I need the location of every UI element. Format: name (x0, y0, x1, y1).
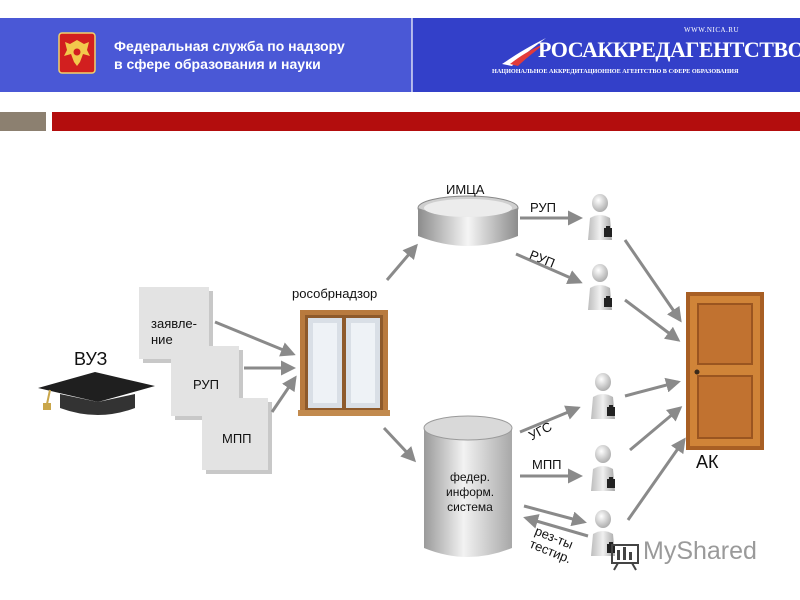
expert-person-icon (591, 445, 615, 491)
graduation-cap-icon (38, 372, 155, 415)
arrow-mpp-label: МПП (532, 457, 562, 472)
watermark-text: MyShared (643, 537, 757, 565)
database-label-line3: система (447, 500, 493, 514)
sieve-icon (417, 195, 519, 246)
doc-application-label: заявле- ние (151, 316, 197, 348)
arrow-results-back (523, 514, 589, 538)
imca-label: ИМЦА (446, 182, 485, 197)
arrow-expert4-to-ak (629, 406, 683, 452)
swoosh-logo-icon (502, 38, 546, 66)
flow-arrows (214, 210, 686, 538)
accent-bar-red (52, 112, 800, 131)
arrow-results-forward (523, 504, 587, 527)
doc-application-line1: заявле- (151, 316, 197, 331)
arrow-rosobrnadzor-to-imca (385, 243, 418, 281)
vuz-label: ВУЗ (74, 349, 108, 369)
arrow-expert5-to-ak (626, 437, 686, 521)
arrow-expert2-to-ak (624, 298, 681, 342)
database-label: федер. информ. система (446, 470, 494, 515)
window-icon (298, 310, 390, 416)
arrow-expert3-to-ak (624, 377, 681, 398)
doc-rup-label: РУП (193, 377, 219, 392)
arrow-db-ugs (519, 405, 581, 434)
expert-person-icon (591, 373, 615, 419)
header-divider (411, 18, 413, 92)
document-mpp (202, 398, 272, 474)
arrow-mpp-to-rosobrnadzor (270, 375, 297, 413)
accent-bar-gray (0, 112, 46, 131)
partner-name: РОСАККРЕДАГЕНТСТВО (538, 37, 800, 62)
arrow-rup-1-label: РУП (530, 200, 556, 215)
door-icon (686, 292, 764, 450)
agency-name-line1: Федеральная служба по надзору (114, 38, 345, 54)
watermark-logo-icon (611, 544, 639, 571)
arrow-rosobrnadzor-to-database (382, 426, 417, 463)
database-label-line2: информ. (446, 485, 495, 499)
ak-label: АК (696, 452, 719, 472)
partner-subtitle: НАЦИОНАЛЬНОЕ АККРЕДИТАЦИОННОЕ АГЕНТСТВО … (492, 68, 739, 75)
rosobrnadzor-label: рособрнадзор (292, 286, 378, 301)
coat-of-arms-icon (58, 32, 96, 74)
arrow-expert1-to-ak (623, 239, 682, 323)
header-banner: Федеральная служба по надзору в сфере об… (0, 0, 800, 92)
partner-url: WWW.NICA.RU (684, 26, 740, 34)
database-icon (423, 415, 513, 557)
arrow-application-to-rosobrnadzor (214, 320, 296, 357)
header-right-panel (412, 18, 800, 92)
doc-application-line2: ние (151, 332, 173, 347)
expert-person-icon (588, 264, 612, 310)
arrow-imca-rup-2 (515, 252, 583, 285)
doc-mpp-label: МПП (222, 431, 252, 446)
expert-person-icon (588, 194, 612, 240)
database-label-line1: федер. (450, 470, 490, 484)
agency-name-line2: в сфере образования и науки (114, 56, 321, 72)
agency-name: Федеральная служба по надзору в сфере об… (114, 37, 345, 73)
